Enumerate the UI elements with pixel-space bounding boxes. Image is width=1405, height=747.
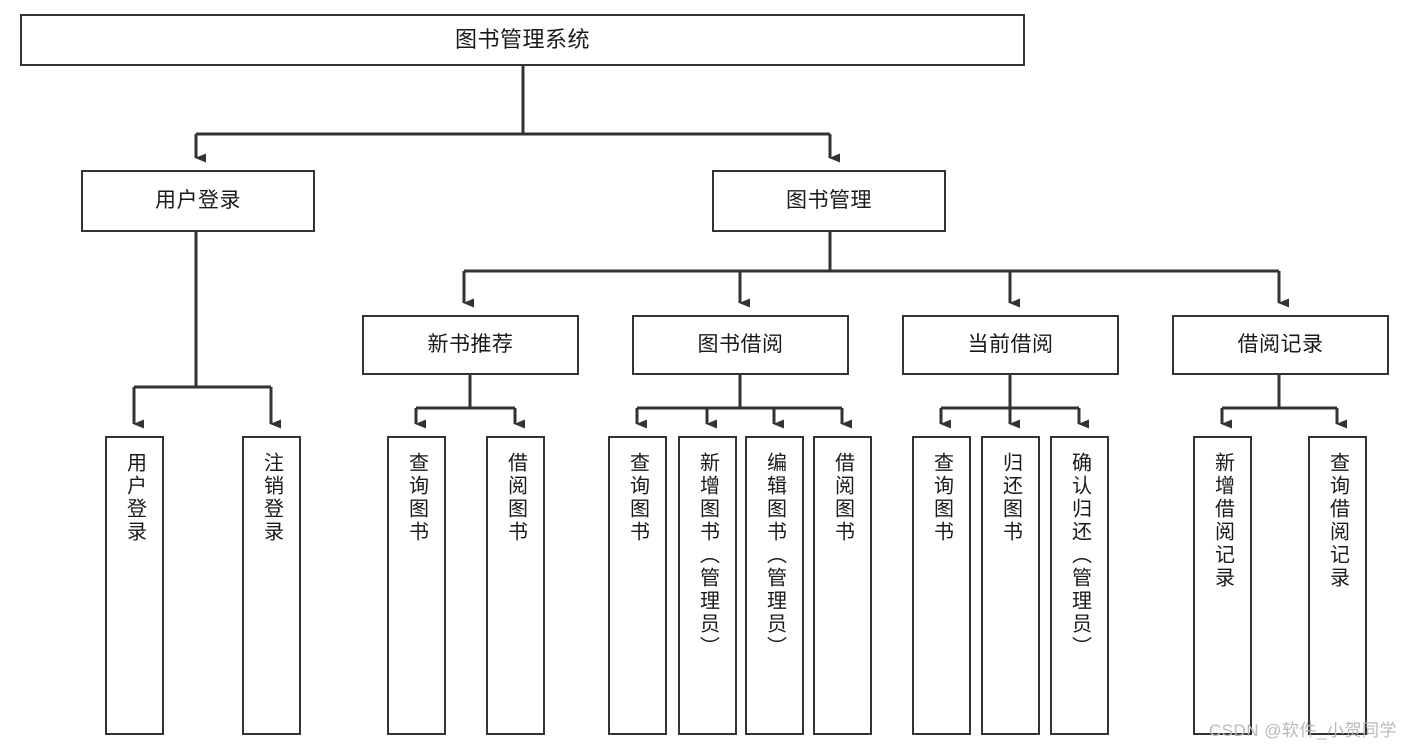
- leaf-confirm-return-admin[interactable]: 确认归还（管理员）: [1050, 436, 1109, 735]
- node-new-book-recommendation[interactable]: 新书推荐: [362, 315, 579, 375]
- node-book-management[interactable]: 图书管理: [712, 170, 946, 232]
- node-label: 编辑图书（管理员）: [763, 452, 786, 659]
- node-label: 归还图书: [999, 452, 1022, 544]
- leaf-query-book-borrow[interactable]: 查询图书: [608, 436, 667, 735]
- node-root-system[interactable]: 图书管理系统: [20, 14, 1025, 66]
- node-label: 新书推荐: [427, 332, 514, 356]
- node-label: 借阅记录: [1237, 332, 1324, 356]
- leaf-edit-book-admin[interactable]: 编辑图书（管理员）: [745, 436, 804, 735]
- leaf-return-book[interactable]: 归还图书: [981, 436, 1040, 735]
- node-user-login[interactable]: 用户登录: [81, 170, 315, 232]
- node-label: 新增图书（管理员）: [696, 452, 719, 659]
- node-label: 借阅图书: [504, 452, 527, 544]
- node-borrowing-records[interactable]: 借阅记录: [1172, 315, 1389, 375]
- leaf-query-borrow-record[interactable]: 查询借阅记录: [1308, 436, 1367, 735]
- node-label: 用户登录: [155, 188, 241, 212]
- node-label: 图书管理系统: [454, 27, 590, 53]
- node-label: 图书借阅: [697, 332, 784, 356]
- node-label: 图书管理: [786, 188, 872, 212]
- node-book-borrowing[interactable]: 图书借阅: [632, 315, 849, 375]
- watermark: CSDN @软件_小贺同学: [1208, 721, 1397, 740]
- node-current-borrowing[interactable]: 当前借阅: [902, 315, 1119, 375]
- leaf-add-book-admin[interactable]: 新增图书（管理员）: [678, 436, 737, 735]
- leaf-query-book-current[interactable]: 查询图书: [912, 436, 971, 735]
- node-label: 查询图书: [930, 452, 953, 544]
- leaf-query-book-newbook[interactable]: 查询图书: [387, 436, 446, 735]
- node-label: 新增借阅记录: [1211, 452, 1234, 590]
- node-label: 用户登录: [123, 452, 146, 544]
- leaf-add-borrow-record[interactable]: 新增借阅记录: [1193, 436, 1252, 735]
- leaf-user-login[interactable]: 用户登录: [105, 436, 164, 735]
- node-label: 当前借阅: [967, 332, 1054, 356]
- node-label: 查询借阅记录: [1326, 452, 1349, 590]
- node-label: 借阅图书: [831, 452, 854, 544]
- leaf-logout[interactable]: 注销登录: [242, 436, 301, 735]
- node-label: 查询图书: [626, 452, 649, 544]
- node-label: 查询图书: [405, 452, 428, 544]
- leaf-borrow-book[interactable]: 借阅图书: [813, 436, 872, 735]
- node-label: 确认归还（管理员）: [1068, 452, 1091, 659]
- leaf-borrow-book-newbook[interactable]: 借阅图书: [486, 436, 545, 735]
- node-label: 注销登录: [260, 452, 283, 544]
